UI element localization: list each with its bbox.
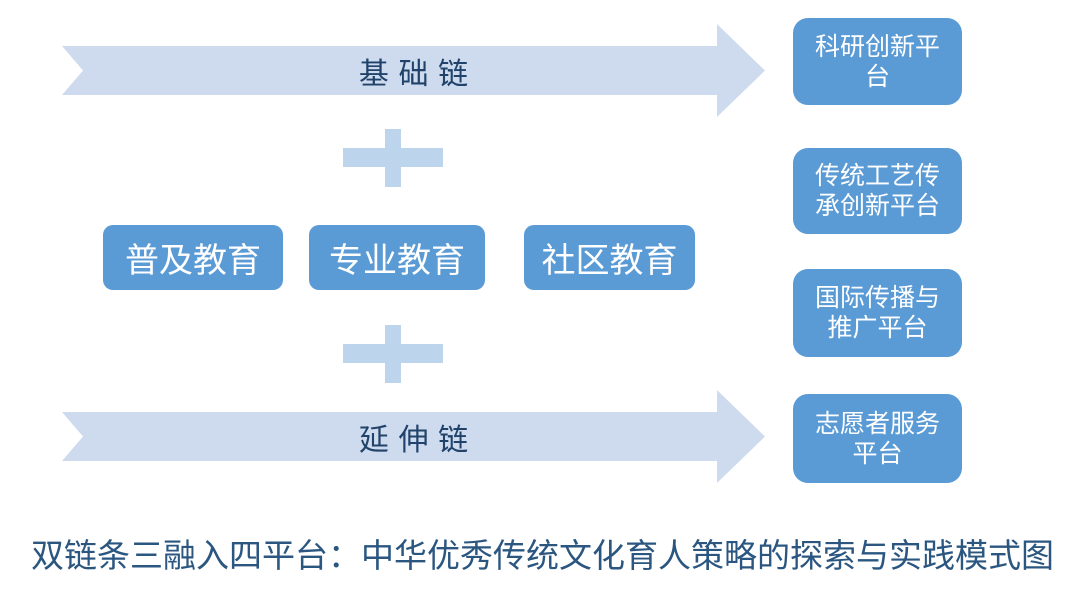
platform-box-line: 平台 bbox=[852, 439, 903, 468]
platform-box-international-promotion: 国际传播与 推广平台 bbox=[793, 269, 962, 357]
platform-box-line: 推广平台 bbox=[827, 314, 928, 342]
diagram-caption: 双链条三融入四平台：中华优秀传统文化育人策略的探索与实践模式图 bbox=[31, 537, 1054, 574]
platform-box-line: 承创新平台 bbox=[814, 192, 940, 220]
platform-box-research-innovation: 科研创新平 台 bbox=[793, 18, 962, 105]
platform-box-line: 科研创新平 bbox=[814, 32, 940, 61]
education-box-popular: 普及教育 bbox=[103, 225, 283, 290]
plus-icon bbox=[343, 129, 443, 187]
education-box-label: 专业教育 bbox=[329, 242, 465, 280]
platform-box-line: 台 bbox=[864, 62, 890, 91]
education-box-label: 普及教育 bbox=[125, 242, 261, 280]
platform-box-line: 国际传播与 bbox=[814, 284, 940, 312]
extension-chain-arrow: 延伸链 bbox=[62, 390, 765, 483]
plus-vertical-bar bbox=[385, 325, 401, 383]
plus-vertical-bar bbox=[385, 129, 401, 187]
education-box-label: 社区教育 bbox=[541, 242, 678, 280]
platform-box-line: 传统工艺传 bbox=[814, 162, 940, 190]
platform-box-traditional-craft: 传统工艺传 承创新平台 bbox=[793, 148, 962, 234]
platform-box-line: 志愿者服务 bbox=[814, 409, 940, 438]
foundation-chain-label: 基础链 bbox=[358, 57, 478, 91]
plus-icon bbox=[343, 325, 443, 383]
extension-chain-label: 延伸链 bbox=[358, 423, 478, 457]
education-box-community: 社区教育 bbox=[524, 225, 695, 290]
foundation-chain-arrow: 基础链 bbox=[62, 24, 765, 117]
platform-box-volunteer-service: 志愿者服务 平台 bbox=[793, 394, 962, 483]
education-box-professional: 专业教育 bbox=[309, 225, 485, 290]
